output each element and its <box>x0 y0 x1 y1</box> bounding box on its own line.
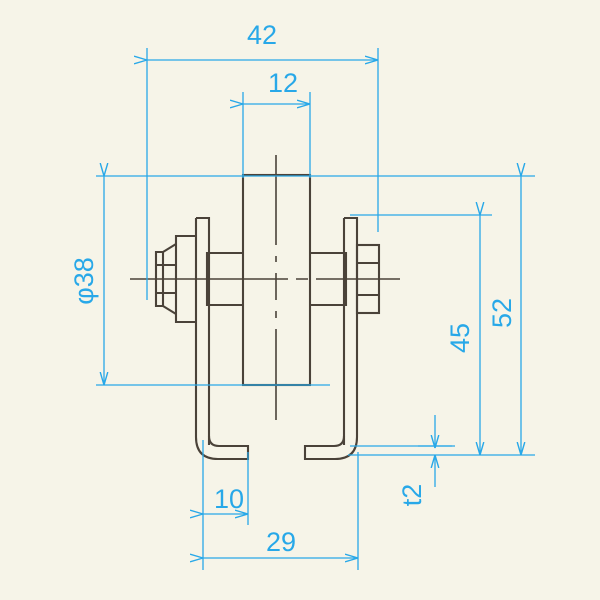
dimension-foot-width <box>203 440 249 570</box>
dimension-label-52: 52 <box>487 298 517 328</box>
dimension-label-10: 10 <box>214 484 244 514</box>
bracket-left-plate <box>194 216 211 445</box>
bracket-left-foot <box>194 435 250 461</box>
bolt-head-chamfer-bottom <box>162 305 177 315</box>
dimension-thickness-t2 <box>350 415 455 487</box>
dimension-groove-width <box>243 92 311 178</box>
dimension-height-52 <box>330 176 535 455</box>
dimension-wheel-diameter <box>96 176 330 386</box>
centrelines <box>130 155 400 420</box>
dimension-label-12: 12 <box>268 68 298 98</box>
dimension-label-29: 29 <box>266 527 296 557</box>
bracket-right-foot <box>303 435 359 461</box>
bolt-head-chamfer-top <box>162 243 177 253</box>
dimension-base-width <box>203 452 359 570</box>
dimension-label-t2: t2 <box>397 484 427 507</box>
dimension-label-42: 42 <box>247 20 277 50</box>
dimension-label-phi38: φ38 <box>69 257 99 305</box>
bracket-right-plate <box>342 216 359 445</box>
dimension-overall-width <box>147 48 379 300</box>
bolt-shank-end <box>154 250 165 308</box>
dimension-height-45 <box>348 215 535 456</box>
dimension-label-45: 45 <box>445 323 475 353</box>
part-geometry <box>154 173 381 461</box>
